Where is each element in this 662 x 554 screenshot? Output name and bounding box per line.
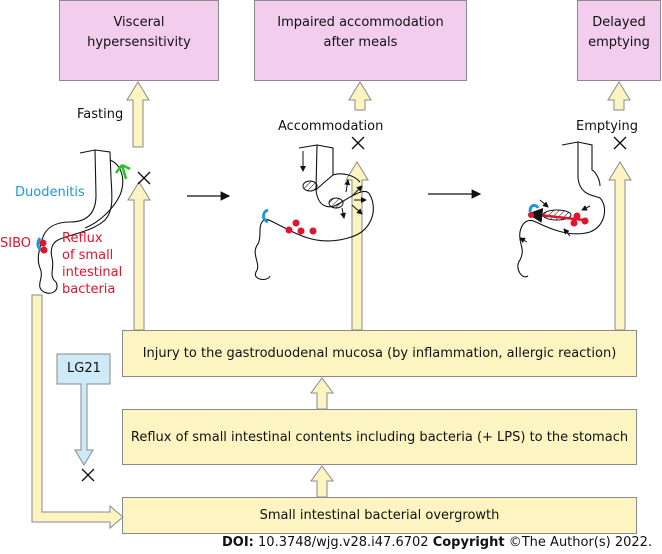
arrow-to-impaired (348, 81, 372, 111)
doi-label: DOI: (222, 535, 254, 550)
x-marks (81, 136, 627, 482)
sibo-label: SIBO (0, 236, 32, 251)
arrow-overgrowth-to-reflux (310, 465, 334, 498)
lg21-arrow (56, 353, 111, 466)
sibo-dot-2 (40, 246, 48, 254)
accommodation-label: Accommodation (278, 119, 384, 134)
red-dot-b (297, 227, 305, 235)
red-dot-a (285, 226, 293, 234)
red-dot-g (581, 217, 589, 225)
arrow-injury-to-fasting (127, 181, 151, 331)
red-dot-f (573, 212, 581, 220)
injury-text: Injury to the gastroduodenal mucosa (by … (142, 346, 617, 361)
visceral-hypersensitivity-text: Visceral hypersensitivity (87, 15, 191, 50)
duodenitis-label: Duodenitis (15, 185, 85, 200)
red-dot-c (309, 227, 317, 235)
lg21-label: LG21 (67, 361, 101, 376)
food-bolus-1 (302, 180, 318, 192)
copyright-label: Copyright (432, 535, 505, 550)
bacterial-overgrowth-box: Small intestinal bacterial overgrowth (122, 497, 637, 534)
delayed-emptying-box: Delayed emptying (577, 0, 661, 81)
visceral-hypersensitivity-box: Visceral hypersensitivity (59, 0, 219, 81)
arrow-reflux-to-injury (310, 377, 334, 410)
reflux-contents-box: Reflux of small intestinal contents incl… (122, 409, 637, 465)
copyright-value: ©The Author(s) 2022. (508, 535, 653, 550)
doi-value: 10.3748/wjg.v28.i47.6702 (258, 535, 429, 550)
arrow-to-delayed (607, 81, 631, 111)
reflux-small-label: Reflux of small intestinal bacteria (62, 231, 123, 297)
emptying-label: Emptying (576, 119, 639, 134)
contraction-arrows (519, 199, 591, 244)
doi-footer: DOI: 10.3748/wjg.v28.i47.6702 Copyright … (222, 535, 652, 550)
arrow-injury-to-accommodation (345, 161, 369, 331)
food-bolus-2 (328, 197, 344, 209)
delayed-emptying-text: Delayed emptying (588, 15, 650, 50)
distension-arrows (340, 179, 367, 219)
arrow-intestine-to-overgrowth (31, 294, 124, 530)
red-dot-h (570, 219, 578, 227)
antibody-icon (115, 163, 131, 180)
red-dot-d (292, 219, 300, 227)
injury-box: Injury to the gastroduodenal mucosa (by … (122, 330, 637, 377)
impaired-accommodation-box: Impaired accommodation after meals (254, 0, 467, 81)
duodenitis-mark-2 (262, 208, 269, 224)
bacterial-overgrowth-text: Small intestinal bacterial overgrowth (259, 508, 500, 523)
arrow-to-visceral (126, 81, 150, 148)
duodenitis-mark-3 (528, 203, 540, 213)
sibo-dot-1 (39, 239, 47, 247)
reflux-contents-text: Reflux of small intestinal contents incl… (130, 429, 629, 445)
arrow-injury-to-emptying (608, 161, 632, 331)
red-dot-e (528, 212, 534, 218)
fasting-label: Fasting (77, 107, 124, 122)
reflux-arrow (527, 207, 585, 223)
impaired-accommodation-text: Impaired accommodation after meals (277, 15, 444, 50)
